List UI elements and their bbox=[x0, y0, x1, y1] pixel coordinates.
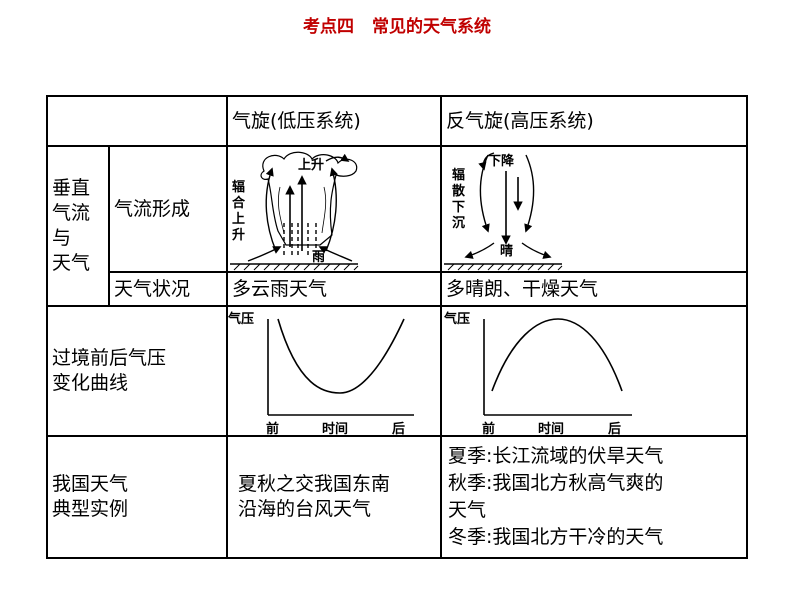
anticyclone-chart-x-after: 后 bbox=[608, 421, 621, 435]
weather-system-table: 气旋(低压系统) 反气旋(高压系统) 垂直 气流 与 天气 气流形成 bbox=[46, 95, 748, 559]
anticyclone-diverge-label: 辐 散 下 沉 bbox=[452, 167, 470, 231]
cyclone-pressure-curve bbox=[277, 318, 405, 394]
cyclone-example: 夏秋之交我国东南 沿海的台风天气 bbox=[226, 435, 442, 559]
example-winter: 冬季:我国北方干冷的天气 bbox=[448, 526, 664, 548]
cyclone-chart-x-after: 后 bbox=[392, 421, 405, 435]
anticyclone-airflow-diagram: 下降 辐 散 下 沉 晴 bbox=[440, 145, 748, 273]
ground-hatch bbox=[233, 263, 359, 271]
cyclone-airflow-diagram: 上升 辐 合 上 升 雨 bbox=[226, 145, 442, 273]
pressure-curve-label: 过境前后气压 变化曲线 bbox=[46, 305, 228, 437]
anticyclone-diagram-svg: 下降 辐 散 下 沉 晴 bbox=[444, 152, 563, 271]
ground-hatch-2 bbox=[447, 263, 563, 271]
cyclone-chart-svg: 气压 前 时间 后 bbox=[228, 311, 414, 435]
anticyclone-down-label: 下降 bbox=[488, 153, 515, 169]
weather-row: 天气状况 多云雨天气 多晴朗、干燥天气 bbox=[47, 271, 748, 307]
airflow-row: 垂直 气流 与 天气 气流形成 bbox=[46, 145, 748, 307]
vertical-airflow-label: 垂直 气流 与 天气 bbox=[46, 145, 110, 307]
header-empty-cell bbox=[46, 95, 228, 147]
diverge-c2: 散 bbox=[452, 183, 466, 199]
example-summer: 夏季:长江流域的伏旱天气 bbox=[448, 445, 664, 467]
anticyclone-chart-x-before: 前 bbox=[482, 421, 495, 435]
diverge-c3: 下 bbox=[452, 200, 465, 215]
example-autumn: 秋季:我国北方秋高气爽的 bbox=[448, 472, 664, 494]
typical-example-label: 我国天气 典型实例 bbox=[46, 435, 228, 559]
header-row: 气旋(低压系统) 反气旋(高压系统) bbox=[46, 95, 748, 147]
converge-c3: 上 bbox=[232, 212, 245, 227]
anticyclone-pressure-chart: 气压 前 时间 后 bbox=[440, 305, 748, 437]
cyclone-chart-ylabel: 气压 bbox=[228, 311, 254, 327]
title-part1: 考点四 bbox=[303, 17, 354, 37]
header-cyclone: 气旋(低压系统) bbox=[226, 95, 442, 147]
anticyclone-pressure-curve bbox=[491, 318, 623, 392]
converge-c4: 升 bbox=[232, 227, 245, 243]
anticyclone-chart-x-time: 时间 bbox=[538, 421, 564, 435]
cyclone-weather: 多云雨天气 bbox=[226, 271, 442, 307]
cyclone-converge-label: 辐 合 上 升 bbox=[232, 179, 250, 243]
diverge-c1: 辐 bbox=[452, 167, 465, 183]
cyclone-pressure-chart: 气压 前 时间 后 bbox=[226, 305, 442, 437]
anticyclone-chart-ylabel: 气压 bbox=[444, 311, 470, 327]
converge-c1: 辐 bbox=[232, 179, 245, 195]
example-autumn-cont: 天气 bbox=[448, 499, 487, 521]
cyclone-chart-x-time: 时间 bbox=[322, 421, 348, 435]
anticyclone-sunny-label: 晴 bbox=[500, 243, 513, 259]
diverge-c4: 沉 bbox=[452, 215, 465, 231]
anticyclone-examples: 夏季:长江流域的伏旱天气 秋季:我国北方秋高气爽的 天气 冬季:我国北方干冷的天… bbox=[440, 435, 748, 559]
page-title: 考点四常见的天气系统 bbox=[0, 12, 794, 37]
cyclone-up-label: 上升 bbox=[298, 157, 324, 173]
pressure-row: 过境前后气压 变化曲线 气压 前 时间 后 气压 前 时间 后 bbox=[46, 305, 748, 437]
cyclone-rain-label: 雨 bbox=[312, 250, 325, 265]
title-part2: 常见的天气系统 bbox=[372, 17, 491, 37]
airflow-formation-label: 气流形成 bbox=[108, 145, 228, 273]
cyclone-diagram-svg: 上升 辐 合 上 升 雨 bbox=[230, 151, 359, 271]
header-anticyclone: 反气旋(高压系统) bbox=[440, 95, 748, 147]
anticyclone-chart-svg: 气压 前 时间 后 bbox=[444, 311, 632, 435]
anticyclone-weather: 多晴朗、干燥天气 bbox=[440, 271, 748, 307]
cyclone-chart-x-before: 前 bbox=[266, 421, 279, 435]
converge-c2: 合 bbox=[232, 195, 246, 211]
weather-condition-label: 天气状况 bbox=[108, 271, 228, 307]
example-row: 我国天气 典型实例 夏秋之交我国东南 沿海的台风天气 夏季:长江流域的伏旱天气 … bbox=[46, 435, 748, 559]
